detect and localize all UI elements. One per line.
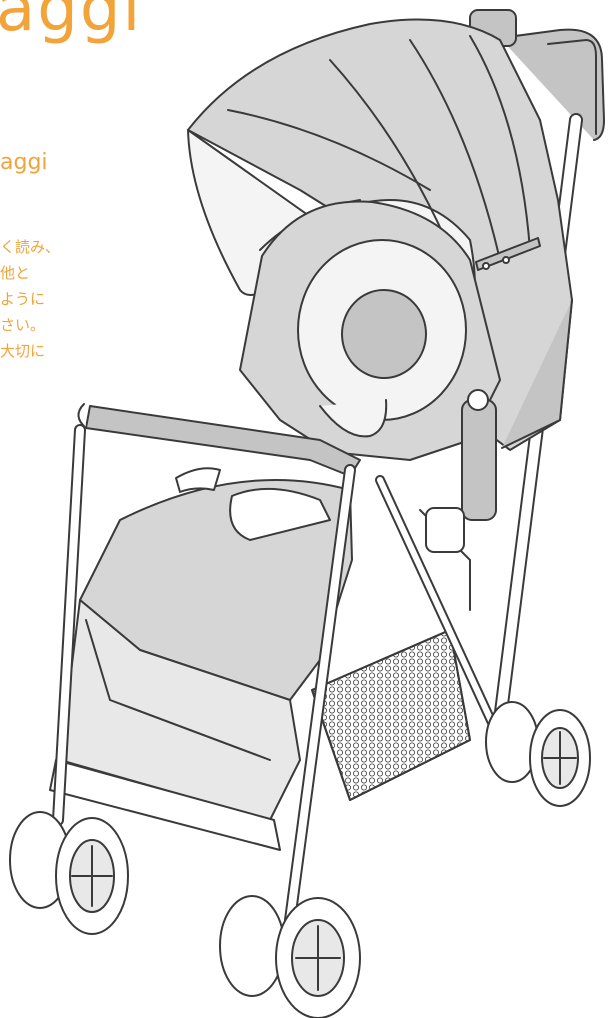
footrest: [49, 599, 301, 851]
intro-paragraph: く読み、 他と ように さい。 大切に: [0, 234, 60, 364]
intro-line: さい。: [0, 316, 46, 334]
seat-back: [239, 200, 501, 461]
product-name-heading: aggi: [0, 0, 143, 46]
intro-line: 他と: [0, 264, 31, 282]
rear-wheels: [485, 701, 591, 807]
intro-line: ように: [0, 290, 46, 308]
fold-joint: [425, 389, 497, 553]
shopping-basket: [311, 629, 471, 801]
intro-line: く読み、: [0, 238, 61, 256]
product-name-subheading: aggi: [0, 150, 48, 175]
front-left-wheel: [9, 811, 129, 935]
intro-line: 大切に: [0, 342, 46, 360]
front-right-wheel: [219, 895, 361, 1018]
